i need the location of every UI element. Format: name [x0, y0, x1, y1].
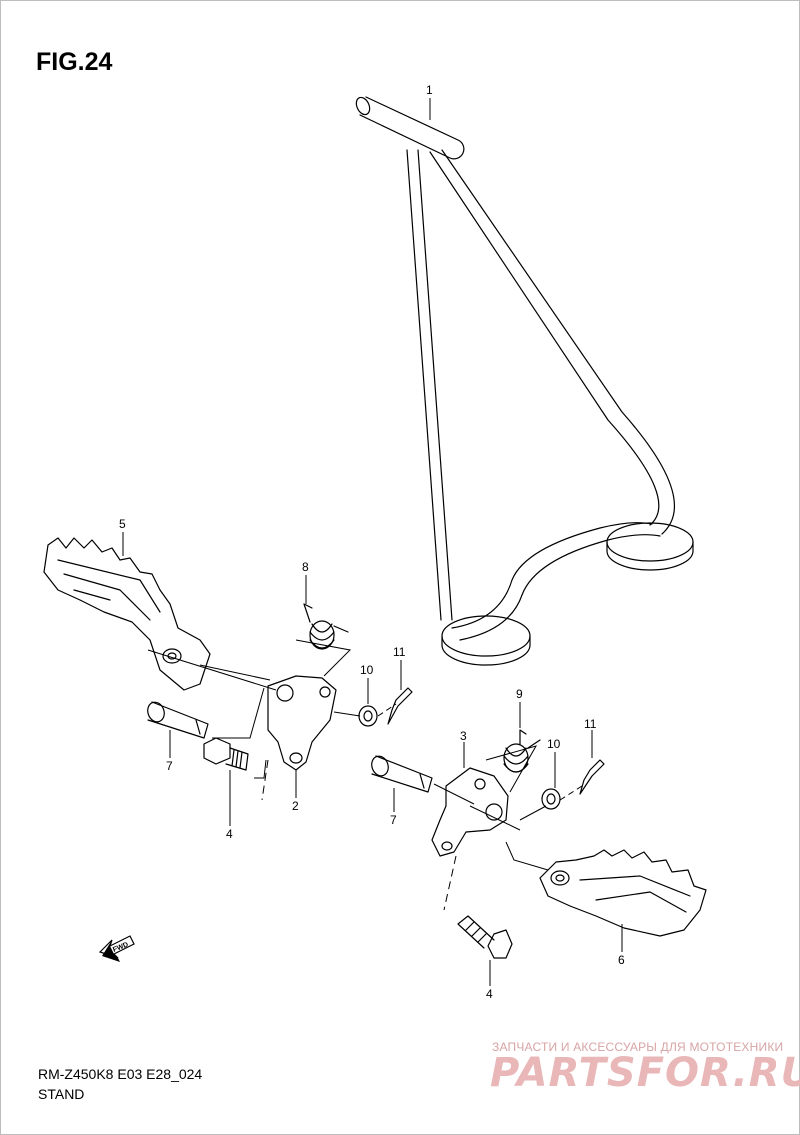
callout-4-right: 4 [486, 987, 493, 1001]
washer-right [541, 788, 561, 810]
watermark-tagline: ЗАПЧАСТИ И АКСЕССУАРЫ ДЛЯ МОТОТЕХНИКИ [492, 1040, 784, 1054]
model-code: RM-Z450K8 E03 E28_024 [38, 1066, 203, 1082]
pin-right [371, 755, 433, 793]
callout-2: 2 [292, 799, 299, 813]
assembly-lines [147, 639, 583, 911]
callout-8: 8 [302, 560, 309, 574]
callout-7-left: 7 [166, 759, 173, 773]
cotter-pin-right [579, 759, 605, 795]
callout-5: 5 [119, 517, 126, 531]
callout-10-left: 10 [360, 663, 374, 677]
bracket-left [267, 675, 337, 771]
kickstand [355, 96, 694, 666]
fwd-arrow: FWD [98, 935, 135, 962]
callout-4-left: 4 [226, 827, 233, 841]
callout-3: 3 [460, 729, 467, 743]
bolt-right [457, 915, 513, 959]
callout-10-right: 10 [547, 737, 561, 751]
footpeg-left [43, 537, 211, 691]
bolt-left [203, 737, 249, 771]
callout-11-right: 11 [584, 717, 597, 731]
washer-left [358, 705, 378, 727]
callout-7-right: 7 [390, 813, 397, 827]
bracket-right [431, 767, 509, 857]
leader-lines [122, 98, 623, 986]
callout-11-left: 11 [393, 645, 406, 659]
cotter-pin-left [387, 687, 413, 725]
footpeg-right [539, 849, 707, 937]
watermark-logo: PARTSFOR.RU [490, 1050, 800, 1096]
callouts: 1 2 3 4 4 5 6 7 7 8 9 10 10 11 11 [119, 83, 625, 1001]
callout-9: 9 [516, 687, 523, 701]
figure-title: FIG.24 [36, 48, 113, 76]
section-name: STAND [38, 1086, 85, 1102]
spring-right [503, 729, 541, 773]
spring-left [303, 603, 349, 650]
callout-6: 6 [618, 953, 625, 967]
pin-left [147, 701, 209, 739]
callout-1: 1 [426, 83, 433, 97]
